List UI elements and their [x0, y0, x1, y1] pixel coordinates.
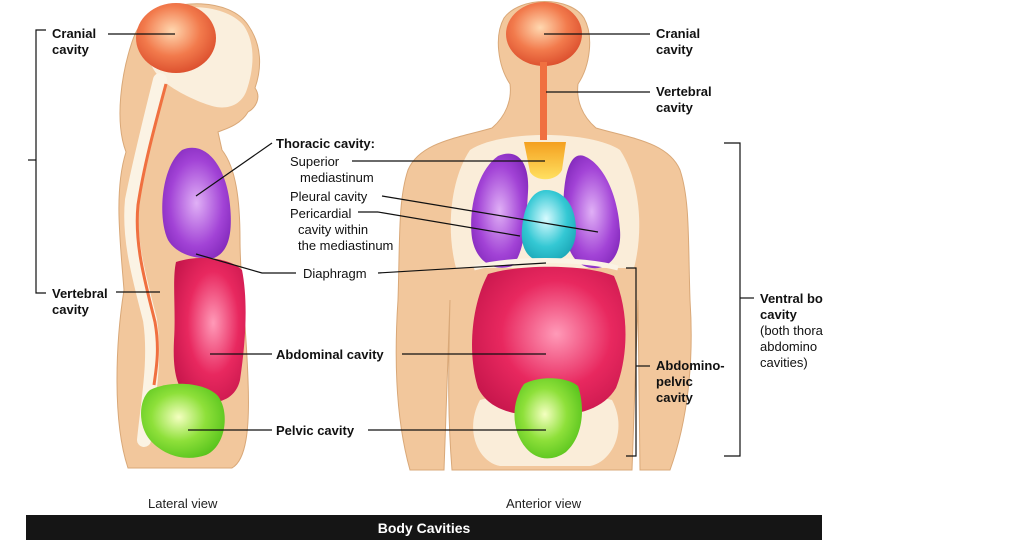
- anterior-figure: [395, 1, 692, 471]
- anterior-abdominal-cavity: [472, 266, 626, 416]
- right-crop-mask: [830, 0, 1034, 515]
- lateral-figure: [116, 3, 261, 469]
- bracket-abdominopelvic: [626, 267, 637, 457]
- spinal-cord-lateral: [135, 83, 168, 386]
- leader-pleural: [381, 195, 599, 233]
- caption-anterior-view: Anterior view: [506, 496, 582, 511]
- leader-diaphragm-anterior: [377, 262, 547, 274]
- caption-lateral-view: Lateral view: [148, 496, 218, 511]
- anterior-right-pleural-cavity: [563, 155, 621, 269]
- anterior-pericardial-cavity: [521, 190, 576, 262]
- lateral-thoracic-cavity: [162, 147, 231, 259]
- label-abdominal-cavity: Abdominal cavity: [276, 347, 384, 362]
- anterior-diaphragm: [473, 258, 619, 271]
- lateral-pelvic-cavity: [141, 383, 225, 458]
- bracket-ventral: [724, 142, 741, 457]
- label-diaphragm: Diaphragm: [303, 266, 367, 281]
- anterior-pelvic-cavity: [514, 378, 582, 459]
- leader-diaphragm-lateral: [195, 253, 296, 274]
- label-pericardial-cavity: Pericardial cavity within the mediastinu…: [290, 206, 394, 253]
- lateral-cranial-cavity: [136, 3, 216, 73]
- footer-title: Body Cavities: [377, 520, 471, 536]
- lateral-abdominal-cavity: [173, 257, 246, 403]
- label-pelvic-cavity: Pelvic cavity: [276, 423, 355, 438]
- label-ventral-body-cavity: Ventral bo cavity (both thora abdomino c…: [760, 291, 823, 370]
- leader-lines: [28, 29, 754, 457]
- bracket-dorsal-cavity: [35, 29, 46, 294]
- lateral-spine: [124, 73, 167, 447]
- anterior-vertebral-canal: [540, 62, 547, 140]
- anterior-left-pleural-cavity: [471, 153, 529, 268]
- leader-pericardial-to-heart: [377, 211, 521, 237]
- leader-thoracic-lateral: [195, 142, 273, 197]
- label-thoracic-cavity: Thoracic cavity:: [276, 136, 375, 151]
- label-pleural-cavity: Pleural cavity: [290, 189, 368, 204]
- footer-title-bar: Body Cavities: [26, 515, 822, 540]
